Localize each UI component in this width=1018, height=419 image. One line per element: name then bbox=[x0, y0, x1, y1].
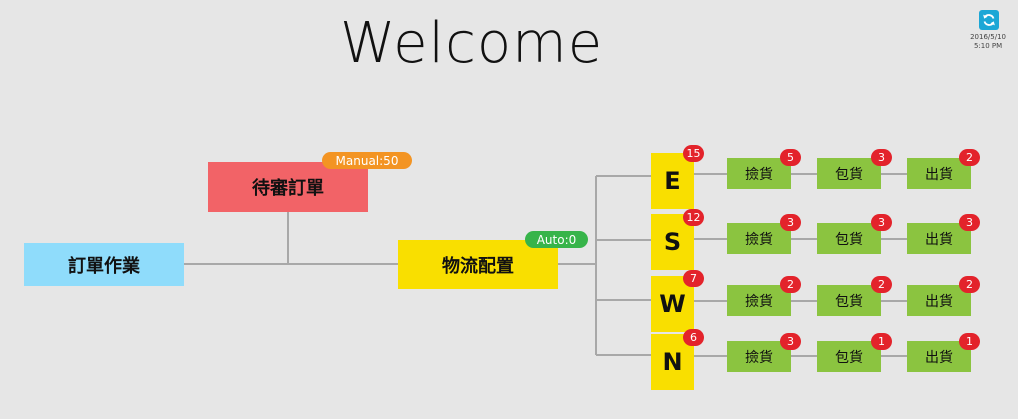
route-e-pick-badge: 5 bbox=[780, 149, 801, 166]
manual-badge: Manual:50 bbox=[322, 152, 412, 169]
route-w-pack-badge: 2 bbox=[871, 276, 892, 293]
route-s-pack-node[interactable]: 包貨 bbox=[817, 223, 881, 254]
route-e-pack-node[interactable]: 包貨 bbox=[817, 158, 881, 189]
route-s-ship-badge: 3 bbox=[959, 214, 980, 231]
refresh-icon bbox=[983, 14, 995, 26]
route-w-count-badge: 7 bbox=[683, 270, 704, 287]
route-n-pick-badge: 3 bbox=[780, 333, 801, 350]
auto-badge: Auto:0 bbox=[525, 231, 588, 248]
page-title: Welcome bbox=[340, 11, 604, 76]
route-w-pick-badge: 2 bbox=[780, 276, 801, 293]
route-w-ship-badge: 2 bbox=[959, 276, 980, 293]
route-w-node[interactable]: W bbox=[651, 276, 694, 332]
timestamp: 2016/5/10 5:10 PM bbox=[970, 33, 1006, 51]
route-s-pick-badge: 3 bbox=[780, 214, 801, 231]
route-n-count-badge: 6 bbox=[683, 329, 704, 346]
route-e-ship-badge: 2 bbox=[959, 149, 980, 166]
route-w-pack-node[interactable]: 包貨 bbox=[817, 285, 881, 316]
route-n-pick-node[interactable]: 撿貨 bbox=[727, 341, 791, 372]
route-e-pick-node[interactable]: 撿貨 bbox=[727, 158, 791, 189]
route-e-node[interactable]: E bbox=[651, 153, 694, 209]
route-s-ship-node[interactable]: 出貨 bbox=[907, 223, 971, 254]
logistics-node[interactable]: 物流配置 bbox=[398, 240, 558, 289]
timestamp-date: 2016/5/10 bbox=[970, 33, 1006, 41]
route-n-pack-node[interactable]: 包貨 bbox=[817, 341, 881, 372]
route-s-count-badge: 12 bbox=[683, 209, 704, 226]
pending-review-node[interactable]: 待審訂單 bbox=[208, 162, 368, 212]
route-s-pick-node[interactable]: 撿貨 bbox=[727, 223, 791, 254]
refresh-button[interactable] bbox=[979, 10, 999, 30]
order-ops-node[interactable]: 訂單作業 bbox=[24, 243, 184, 286]
route-n-pack-badge: 1 bbox=[871, 333, 892, 350]
route-e-pack-badge: 3 bbox=[871, 149, 892, 166]
route-e-count-badge: 15 bbox=[683, 145, 704, 162]
route-n-ship-badge: 1 bbox=[959, 333, 980, 350]
timestamp-time: 5:10 PM bbox=[973, 42, 1003, 50]
route-s-pack-badge: 3 bbox=[871, 214, 892, 231]
route-w-pick-node[interactable]: 撿貨 bbox=[727, 285, 791, 316]
